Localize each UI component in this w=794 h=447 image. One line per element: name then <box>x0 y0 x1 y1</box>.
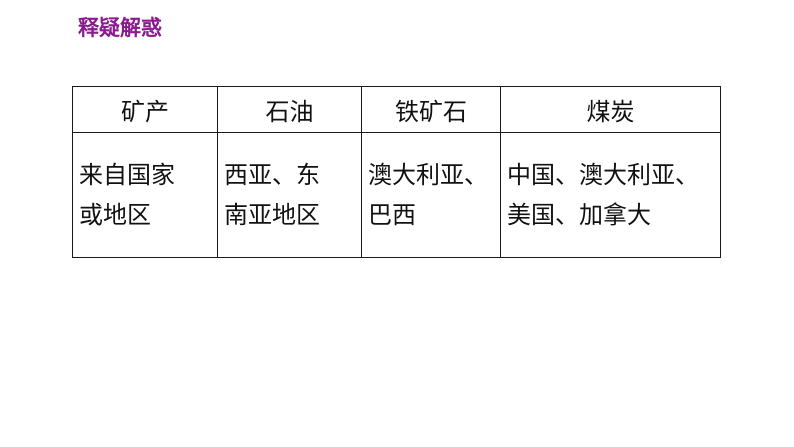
row-label-cell: 来自国家 或地区 <box>72 132 218 258</box>
cell-line: 中国、澳大利亚、 <box>507 161 699 189</box>
header-oil: 石油 <box>217 86 362 133</box>
section-title: 释疑解惑 <box>78 15 162 40</box>
header-iron-ore: 铁矿石 <box>361 86 501 133</box>
header-mineral: 矿产 <box>72 86 218 133</box>
cell-line: 西亚、东 <box>224 161 320 189</box>
header-coal: 煤炭 <box>500 86 721 133</box>
cell-line: 巴西 <box>368 201 416 229</box>
row-label-line: 来自国家 <box>79 161 175 189</box>
table-row: 来自国家 或地区 西亚、东 南亚地区 澳大利亚、 巴西 中国、澳大利亚、 美国、… <box>72 132 721 258</box>
oil-source-cell: 西亚、东 南亚地区 <box>217 132 362 258</box>
row-label-line: 或地区 <box>79 201 151 229</box>
mineral-source-table: 矿产 石油 铁矿石 煤炭 来自国家 或地区 西亚、东 南亚地区 澳大利亚、 巴西… <box>72 86 721 258</box>
table-header-row: 矿产 石油 铁矿石 煤炭 <box>72 86 721 133</box>
cell-line: 澳大利亚、 <box>368 161 488 189</box>
coal-source-cell: 中国、澳大利亚、 美国、加拿大 <box>500 132 721 258</box>
cell-line: 美国、加拿大 <box>507 201 651 229</box>
cell-line: 南亚地区 <box>224 201 320 229</box>
iron-ore-source-cell: 澳大利亚、 巴西 <box>361 132 501 258</box>
